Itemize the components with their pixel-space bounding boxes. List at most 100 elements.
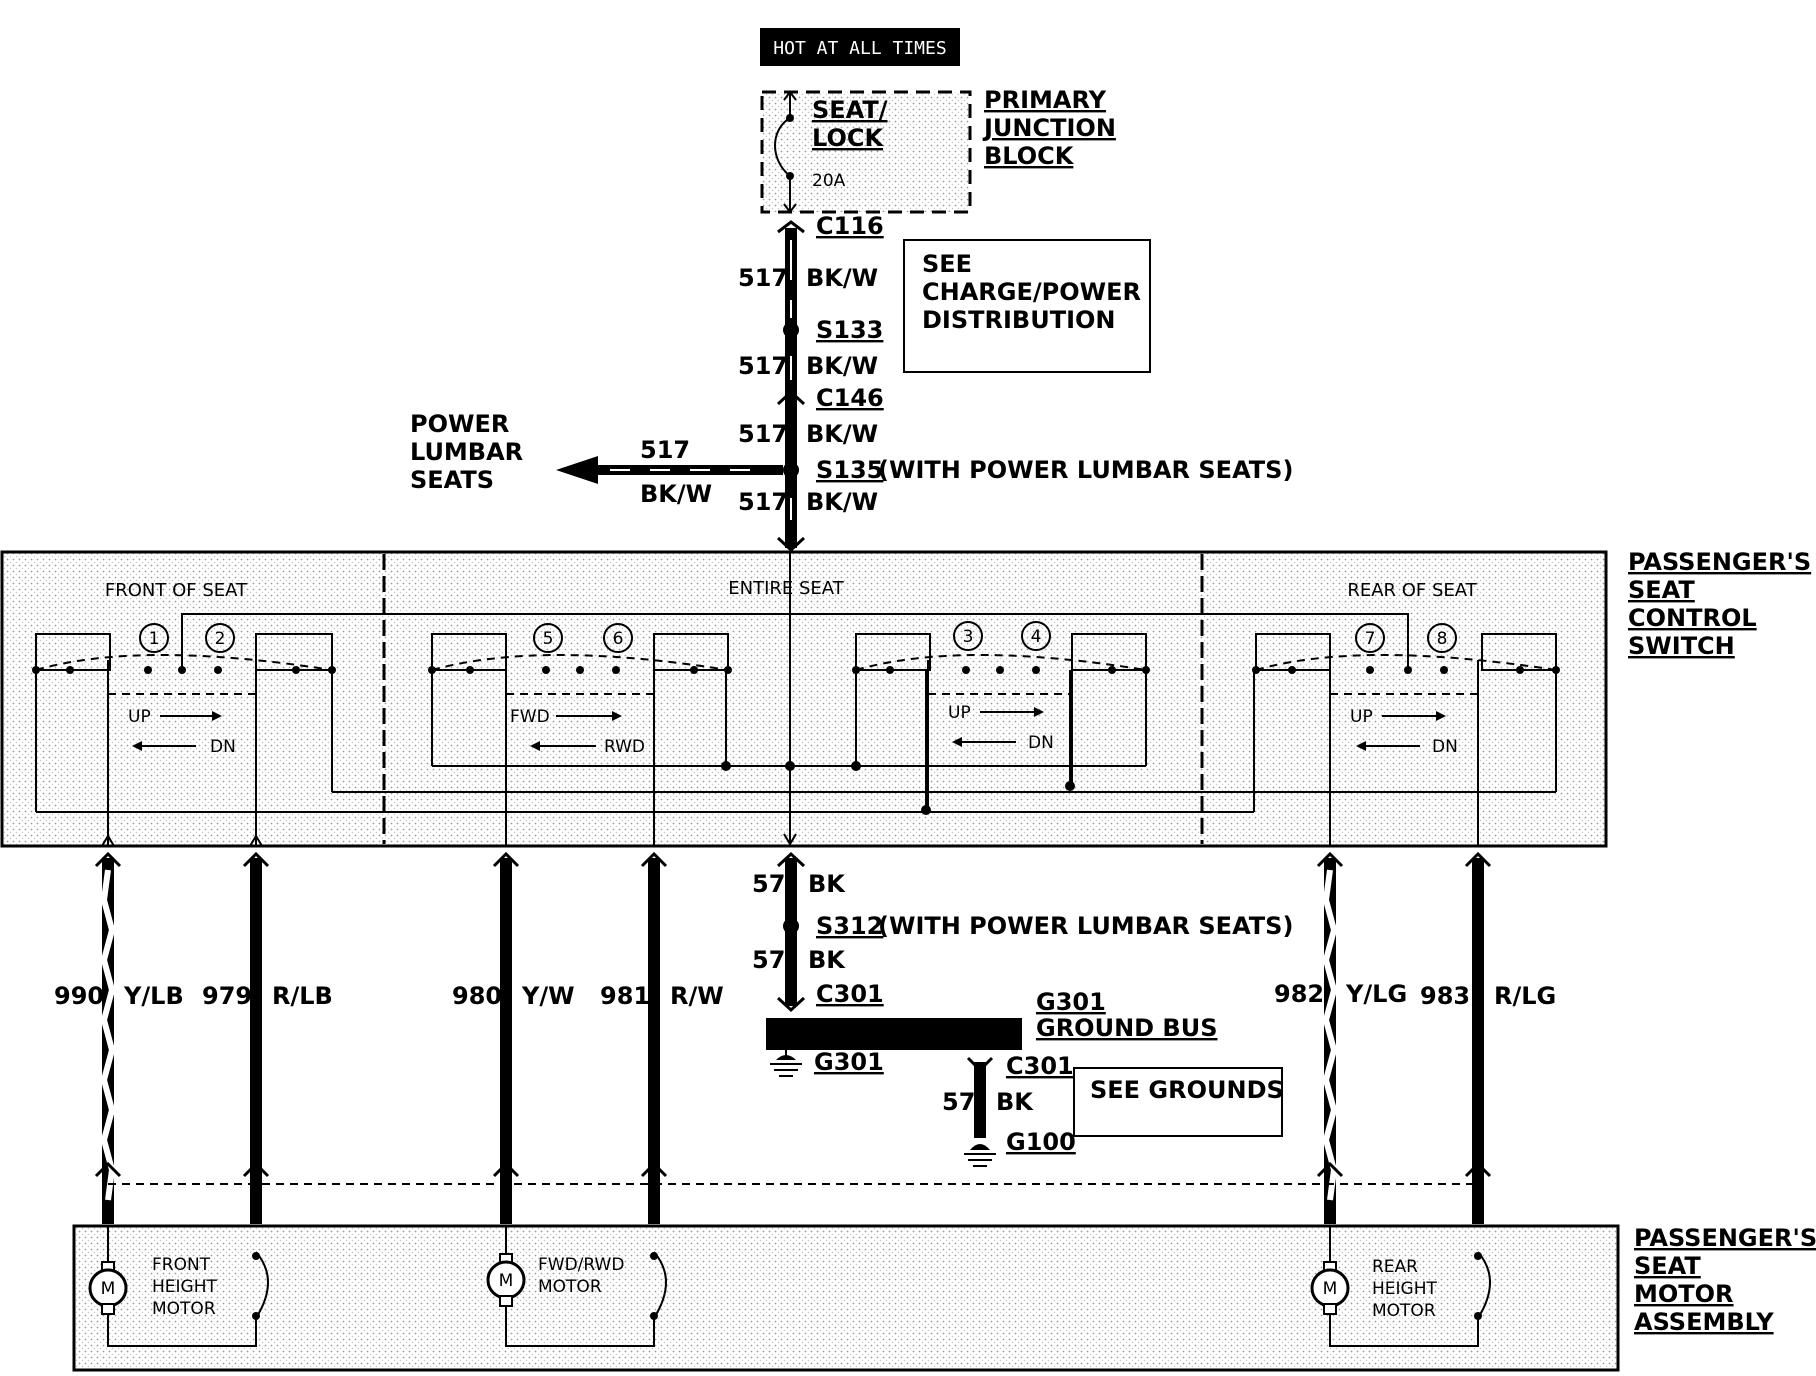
ground-circuit-c: 57	[942, 1088, 975, 1116]
connector-c301: C301	[816, 980, 884, 1008]
svg-text:UP: UP	[948, 703, 971, 723]
svg-text:FWD: FWD	[510, 707, 550, 727]
svg-text:20A: 20A	[812, 171, 846, 191]
wire-color-982: Y/LG	[1345, 980, 1407, 1008]
svg-text:DN: DN	[210, 737, 236, 757]
connector-c116: C116	[816, 212, 884, 240]
wire-982	[1316, 851, 1344, 1224]
pin-6: 6	[603, 623, 633, 653]
ground-circuit-b: 57	[752, 946, 785, 974]
pin-8: 8	[1427, 623, 1457, 653]
section-rear-of-seat: REAR OF SEAT	[1347, 580, 1477, 601]
ground-circuit-a: 57	[752, 870, 785, 898]
direction-fwd-rwd: FWD RWD	[510, 707, 645, 757]
lumbar-label-3: SEATS	[410, 466, 494, 494]
direction-entire-height: UP DN	[948, 703, 1054, 753]
splice-s133-dot	[783, 322, 799, 338]
switch-label-4: SWITCH	[1628, 632, 1735, 660]
svg-text:SEAT/: SEAT/	[812, 96, 888, 124]
motor-assembly-label-3: MOTOR	[1634, 1280, 1734, 1308]
junction-label-1: PRIMARY	[984, 86, 1107, 114]
wire-circuit-517-c: 517	[738, 420, 788, 448]
wire-label-990: 990	[54, 982, 104, 1010]
svg-text:2: 2	[215, 629, 226, 649]
svg-text:DN: DN	[1432, 737, 1458, 757]
rear-height-motor: M REAR HEIGHT MOTOR	[1310, 1226, 1491, 1347]
svg-text:HOT AT ALL TIMES: HOT AT ALL TIMES	[773, 38, 946, 59]
section-entire-seat: ENTIRE SEAT	[728, 578, 844, 599]
section-front-of-seat: FRONT OF SEAT	[105, 580, 248, 601]
junction-label-2: JUNCTION	[982, 114, 1116, 142]
splice-s135: S135	[816, 456, 883, 484]
ground-g301: G301	[814, 1048, 884, 1076]
see-charge-power-box: SEE CHARGE/POWER DISTRIBUTION	[903, 239, 1151, 373]
ground-g100-icon	[964, 1144, 996, 1167]
ground-g301-icon	[770, 1050, 802, 1077]
svg-text:MOTOR: MOTOR	[538, 1277, 602, 1297]
pin-1: 1	[139, 623, 169, 653]
motor-assembly-label-2: SEAT	[1634, 1252, 1701, 1280]
svg-text:DISTRIBUTION: DISTRIBUTION	[922, 306, 1116, 334]
ground-color-a: BK	[808, 870, 846, 898]
switch-label-2: SEAT	[1628, 576, 1695, 604]
hot-at-all-times-tag: HOT AT ALL TIMES	[760, 28, 960, 66]
splice-s135-note: (WITH POWER LUMBAR SEATS)	[878, 456, 1293, 484]
svg-text:SEE: SEE	[922, 250, 972, 278]
fwd-rwd-motor: M FWD/RWD MOTOR	[486, 1226, 667, 1347]
feed-wire-517	[776, 220, 806, 553]
wire-label-979: 979	[202, 982, 252, 1010]
wire-label-983: 983	[1420, 982, 1470, 1010]
wire-circuit-517-b: 517	[738, 352, 788, 380]
svg-text:8: 8	[1437, 629, 1448, 649]
lumbar-color: BK/W	[640, 480, 712, 508]
wire-color-bkw-c: BK/W	[806, 420, 878, 448]
svg-text:M: M	[499, 1271, 514, 1291]
svg-text:RWD: RWD	[604, 737, 645, 757]
seat-control-switch	[0, 550, 1608, 848]
pin-7: 7	[1355, 623, 1385, 653]
wire-983	[1464, 851, 1492, 1224]
lumbar-branch-wire	[556, 456, 783, 484]
svg-text:M: M	[101, 1279, 116, 1299]
ground-bus-g301-label: G301	[1036, 988, 1106, 1016]
wire-circuit-517-a: 517	[738, 264, 788, 292]
wire-color-bkw-d: BK/W	[806, 488, 878, 516]
ground-bus-label: GROUND BUS	[1036, 1014, 1218, 1042]
svg-text:FWD/RWD: FWD/RWD	[538, 1255, 624, 1275]
splice-s133: S133	[816, 316, 883, 344]
switch-block-rear	[1252, 633, 1560, 846]
svg-text:7: 7	[1365, 629, 1376, 649]
lumbar-label-1: POWER	[410, 410, 509, 438]
svg-text:UP: UP	[1350, 707, 1373, 727]
wire-color-980: Y/W	[521, 982, 575, 1010]
pin-4: 4	[1021, 621, 1051, 651]
lumbar-label-2: LUMBAR	[410, 438, 523, 466]
svg-text:REAR: REAR	[1372, 1257, 1418, 1277]
wire-980	[492, 851, 520, 1224]
splice-s312: S312	[816, 912, 883, 940]
svg-text:SEE GROUNDS: SEE GROUNDS	[1090, 1076, 1284, 1104]
primary-junction-block: SEAT/ LOCK 20A	[760, 90, 972, 214]
ground-bus-bar	[766, 1018, 1022, 1050]
splice-s135-dot	[783, 462, 799, 478]
switch-block-fwd-rwd	[428, 633, 732, 846]
switch-label-1: PASSENGER'S	[1628, 548, 1811, 576]
wire-color-990: Y/LB	[123, 982, 184, 1010]
splice-s312-note: (WITH POWER LUMBAR SEATS)	[878, 912, 1293, 940]
ground-color-b: BK	[808, 946, 846, 974]
svg-text:HEIGHT: HEIGHT	[152, 1277, 217, 1297]
wire-color-bkw-a: BK/W	[806, 264, 878, 292]
switch-label-3: CONTROL	[1628, 604, 1757, 632]
svg-text:DN: DN	[1028, 733, 1054, 753]
pin-5: 5	[533, 623, 563, 653]
connector-c301-b: C301	[1006, 1052, 1074, 1080]
ground-color-c: BK	[996, 1088, 1034, 1116]
svg-text:CHARGE/POWER: CHARGE/POWER	[922, 278, 1141, 306]
svg-text:6: 6	[613, 629, 624, 649]
svg-text:M: M	[1323, 1279, 1338, 1299]
pin-3: 3	[953, 621, 983, 651]
see-grounds-box: SEE GROUNDS	[1073, 1067, 1284, 1137]
lumbar-circuit: 517	[640, 436, 690, 464]
svg-text:1: 1	[149, 629, 160, 649]
